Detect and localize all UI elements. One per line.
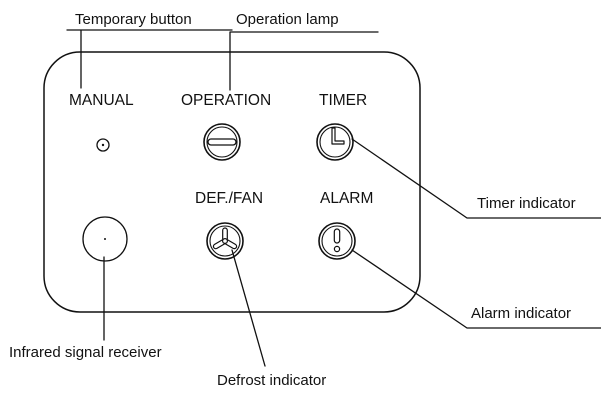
defrost-indicator-label: Defrost indicator xyxy=(217,372,327,389)
alarm-label: ALARM xyxy=(320,190,374,207)
alarm-indicator-leader xyxy=(351,249,601,329)
timer-indicator-leader xyxy=(351,138,601,219)
temporary-button-label: Temporary button xyxy=(75,11,192,28)
manual-label: MANUAL xyxy=(69,92,134,109)
operation-label: OPERATION xyxy=(181,92,272,109)
operation-lamp-leader xyxy=(229,31,379,91)
timer-label: TIMER xyxy=(319,92,368,109)
display-panel-outline xyxy=(43,51,421,313)
def-fan-label: DEF./FAN xyxy=(195,190,264,207)
alarm-indicator-label: Alarm indicator xyxy=(471,305,572,322)
defrost-indicator-leader xyxy=(231,249,266,367)
infrared-receiver-label: Infrared signal receiver xyxy=(9,344,162,361)
operation-lamp-icon xyxy=(203,123,241,161)
temporary-button-leader xyxy=(66,29,233,89)
alarm-lamp-icon xyxy=(318,222,356,260)
infrared-receiver-icon xyxy=(82,216,128,262)
defrost-fan-lamp-icon xyxy=(206,222,244,260)
manual-button-icon[interactable] xyxy=(96,138,110,152)
operation-lamp-label: Operation lamp xyxy=(236,11,339,28)
timer-lamp-icon xyxy=(316,123,354,161)
timer-indicator-label: Timer indicator xyxy=(477,195,576,212)
